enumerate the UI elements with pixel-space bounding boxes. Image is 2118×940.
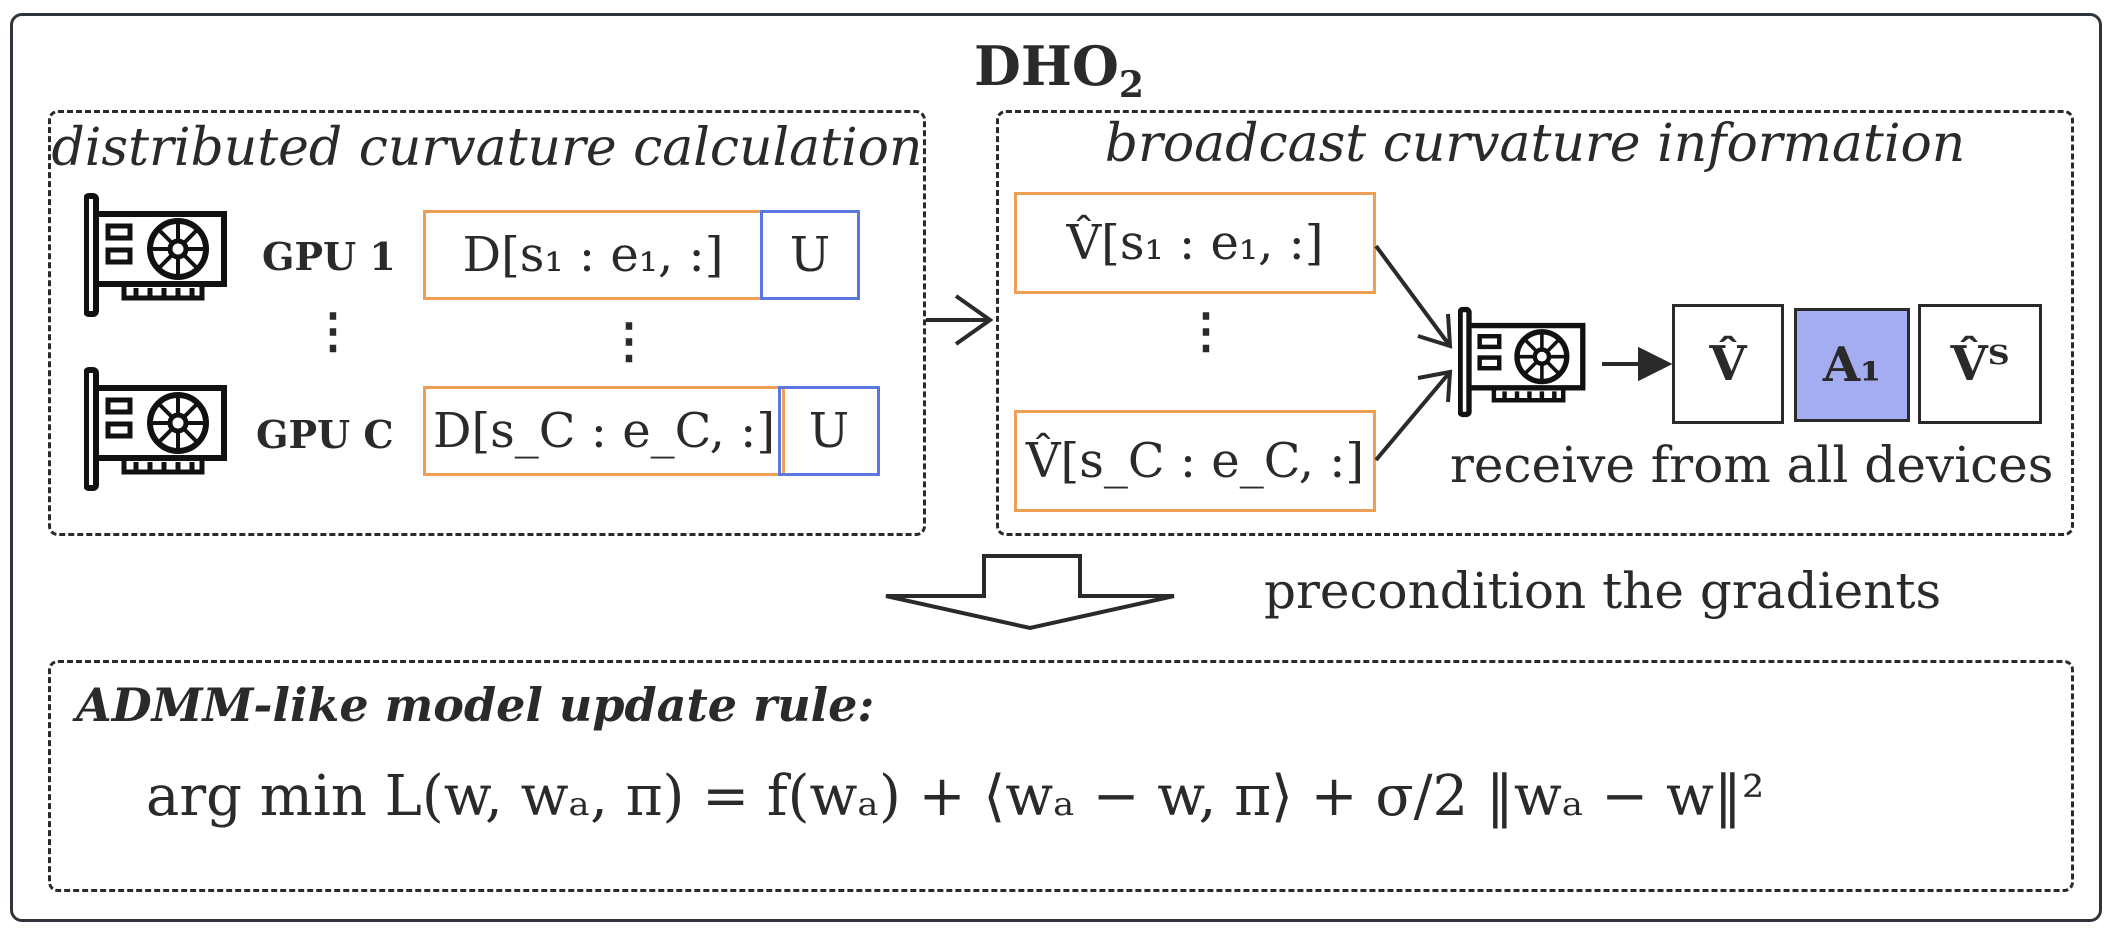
v-hat-block: V̂ (1672, 304, 1784, 424)
receive-caption: receive from all devices (1450, 436, 2054, 494)
right-panel (996, 110, 2074, 536)
down-arrow-icon (885, 554, 1175, 631)
matrix-d-gpuC: D[s_C : e_C, :] (423, 386, 785, 476)
diagram-title: DHO2 (974, 34, 1144, 106)
update-formula: arg min L(w, wₐ, π) = f(wₐ) + ⟨wₐ − w, π… (146, 764, 1765, 829)
v-hat-transpose-block: V̂ᵀ (1918, 304, 2042, 424)
u-block-gpuC: U (778, 386, 880, 476)
bottom-heading: ADMM-like model update rule: (76, 678, 875, 732)
left-panel-caption: distributed curvature calculation (51, 118, 923, 178)
diagram-frame (10, 13, 2102, 922)
v-hat-slice-C: V̂[s_C : e_C, :] (1014, 410, 1376, 512)
u-block-gpu1: U (760, 210, 860, 300)
arrow-right-icon (1374, 244, 1453, 462)
gpuC-label: GPU C (256, 412, 394, 457)
arrow-right-icon (926, 294, 994, 346)
gpu1-label: GPU 1 (262, 234, 396, 279)
a1-block: A₁ (1794, 308, 1910, 422)
arrow-right-icon (1602, 346, 1673, 382)
gpu-card-icon (84, 367, 227, 491)
gpu-card-icon (1458, 306, 1586, 418)
left-panel (48, 110, 926, 536)
matrix-d-gpu1: D[s₁ : e₁, :] (423, 210, 763, 300)
v-hat-slice-1: V̂[s₁ : e₁, :] (1014, 192, 1376, 294)
gpu-card-icon (84, 193, 227, 317)
right-panel-caption: broadcast curvature information (1104, 114, 1966, 174)
precondition-label: precondition the gradients (1264, 562, 1942, 620)
bottom-panel (48, 660, 2074, 892)
